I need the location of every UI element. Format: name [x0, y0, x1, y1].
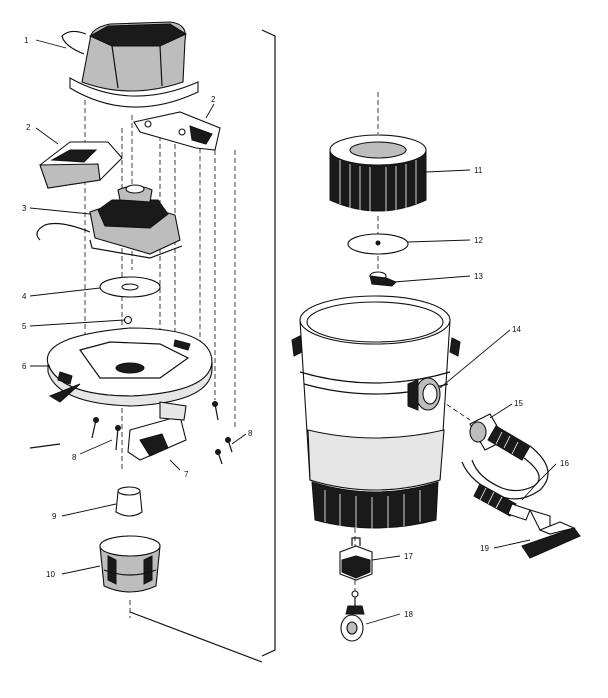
part-base-plate: [46, 327, 213, 407]
callout-2-right: 2: [211, 95, 216, 104]
callout-6: 6: [22, 362, 27, 371]
part-caster-mount: [339, 537, 373, 581]
callout-8-right: 8: [248, 429, 253, 438]
callout-15: 17: [404, 552, 413, 561]
part-filter-holder: [99, 535, 161, 593]
part-caster-wheel: [340, 590, 365, 642]
part-guard: [127, 401, 187, 461]
callout-13: 13: [474, 272, 483, 281]
part-motor: [36, 184, 183, 259]
part-cartridge-filter: [329, 134, 427, 212]
part-motor-cover: [61, 21, 199, 108]
callout-18: 16: [560, 459, 569, 468]
part-hose-connector: [469, 413, 531, 461]
part-hose: [461, 445, 549, 521]
leader-lines: [29, 39, 557, 625]
part-float-cage: [115, 486, 143, 517]
callout-3: 3: [22, 204, 27, 213]
part-screws-right: [212, 401, 233, 465]
callout-8-left: 8: [72, 453, 77, 462]
part-screws-left: [29, 417, 121, 451]
part-nut: [123, 315, 133, 325]
callout-9: 9: [52, 512, 57, 521]
part-floor-nozzle: [521, 509, 581, 559]
callout-12: 12: [474, 236, 483, 245]
part-switch-cover-right: [133, 111, 221, 151]
callout-5: 5: [22, 322, 27, 331]
callout-16: 18: [404, 610, 413, 619]
part-switch-cover-left: [39, 141, 123, 189]
callout-labels: 1 2 2 3 4 5 6 7 8 8 9 10 11 12 13 14 17 …: [22, 36, 569, 619]
callout-17: 15: [514, 399, 523, 408]
part-retainer-nut: [369, 271, 397, 287]
part-filter-lid: [347, 233, 409, 255]
separator-line: [129, 29, 276, 663]
callout-7: 7: [184, 470, 189, 479]
callout-2-left: 2: [26, 123, 31, 132]
part-disc: [99, 276, 161, 298]
callout-10: 10: [46, 570, 55, 579]
callout-11: 11: [474, 166, 483, 175]
part-tank: [291, 295, 461, 529]
callout-14: 14: [512, 325, 521, 334]
callout-19: 19: [480, 544, 489, 553]
callout-1: 1: [24, 36, 29, 45]
callout-4: 4: [22, 292, 27, 301]
